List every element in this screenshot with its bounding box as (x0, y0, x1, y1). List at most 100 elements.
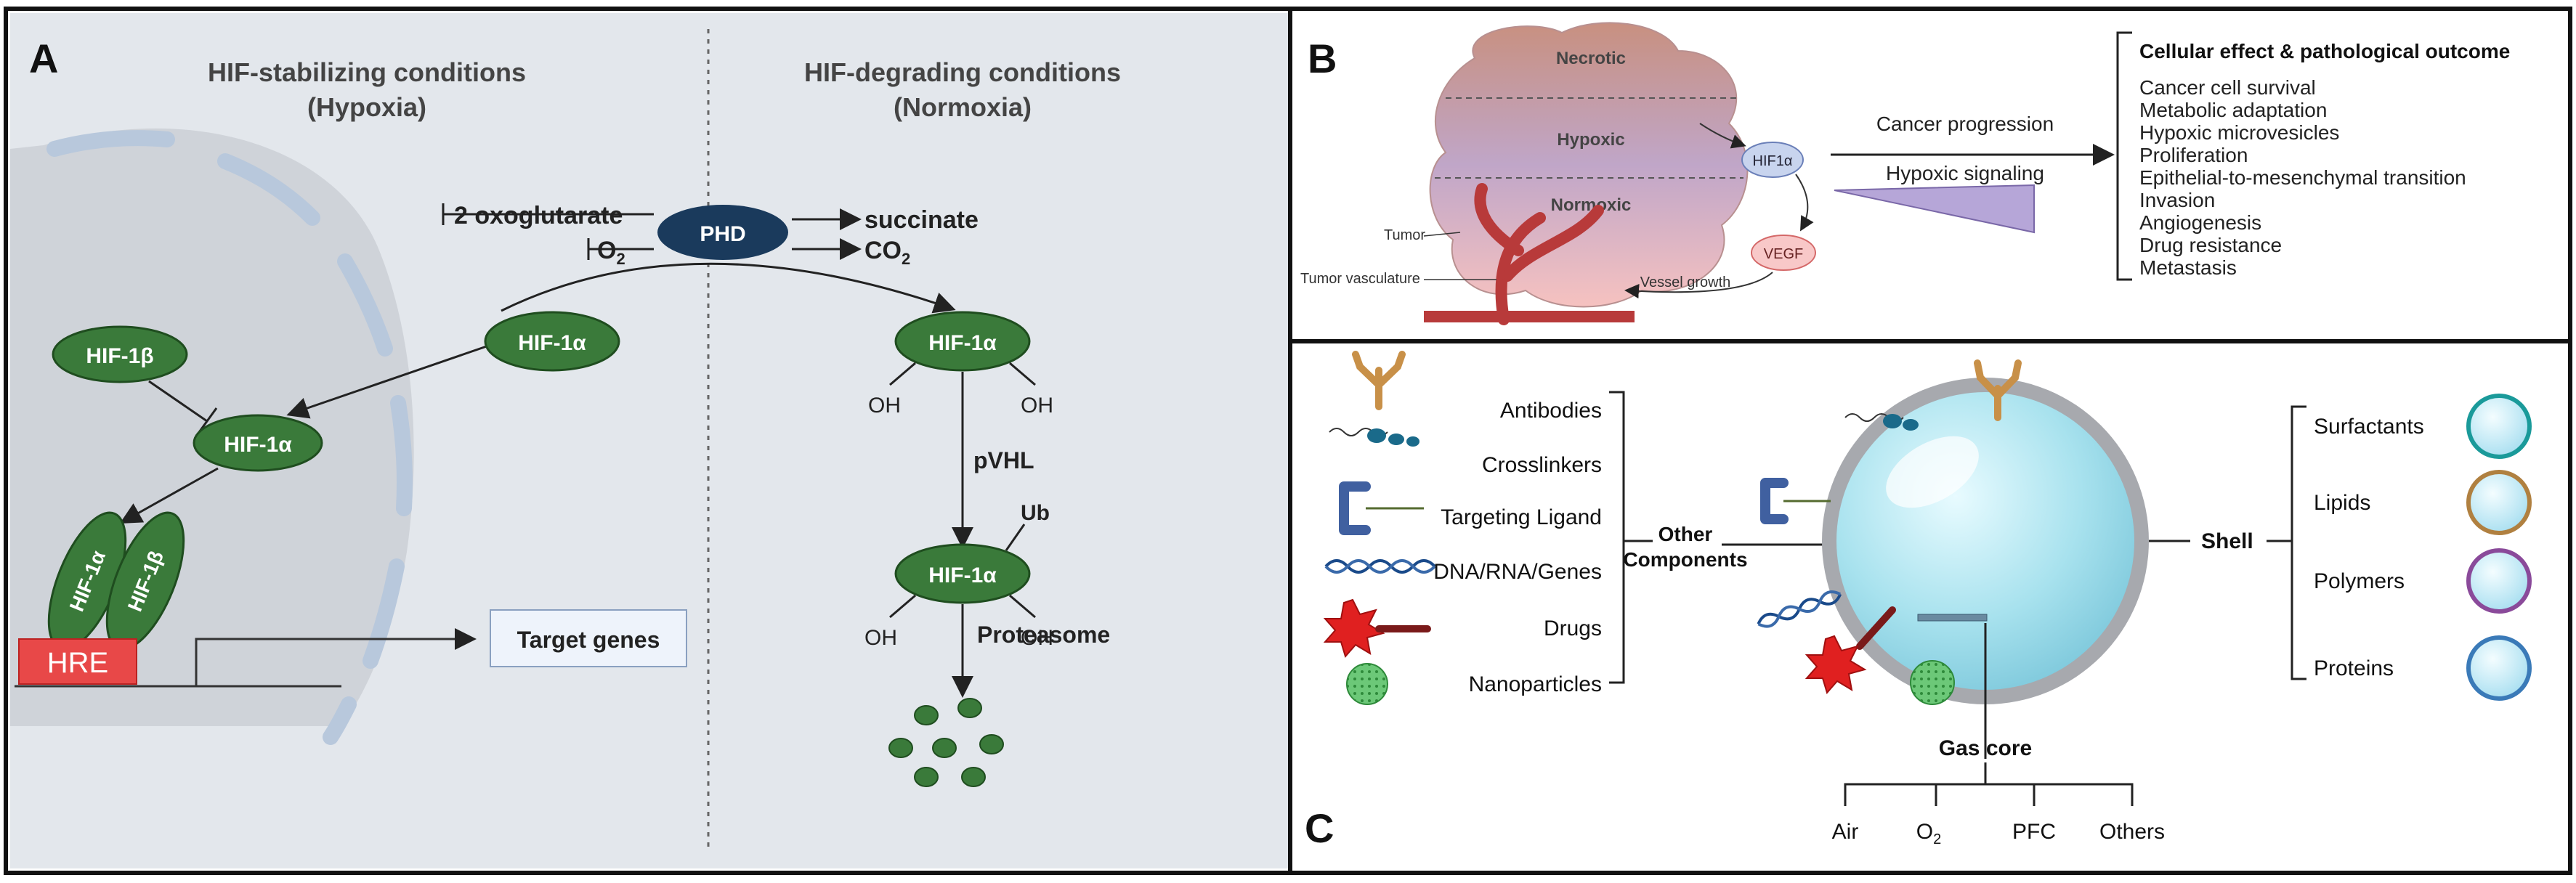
vessel-growth-label: Vessel growth (1640, 274, 1731, 290)
vessel-base (1424, 311, 1635, 322)
oh-left-1: OH (868, 394, 901, 418)
degraded-fragments (888, 698, 1004, 787)
bubble-crosslinker-icon (1844, 413, 1919, 431)
normoxia-title: HIF-degrading conditions (804, 57, 1121, 87)
component-item: Targeting Ligand (1441, 505, 1602, 529)
phd-enzyme (657, 205, 788, 260)
panel-b-letter: B (1308, 36, 1337, 81)
normoxia-subtitle: (Normoxia) (894, 92, 1032, 122)
bubble-dna-icon (1757, 590, 1842, 628)
effect-item: Metabolic adaptation (2139, 99, 2327, 121)
component-item: Crosslinkers (1482, 453, 1602, 477)
shell-bubble-icon (2466, 548, 2532, 614)
gas-core-marker (1917, 614, 1988, 622)
vegf-node-label: VEGF (1764, 246, 1803, 262)
hre-label: HRE (47, 647, 108, 679)
component-item: Drugs (1544, 617, 1602, 640)
antibody-icon (1352, 351, 1406, 410)
succinate-label: succinate (864, 206, 979, 234)
targeting-ligand-icon (1339, 481, 1424, 535)
other-components-label-2: Components (1623, 548, 1747, 571)
hif1a-ubiquitinated-label: HIF-1α (928, 563, 997, 587)
tumor-label: Tumor (1384, 227, 1425, 243)
effect-item: Angiogenesis (2139, 211, 2261, 234)
other-components-label-1: Other (1658, 523, 1713, 545)
oh-left-2: OH (864, 626, 897, 650)
crosslinker-icon (1329, 428, 1419, 447)
shell-bubble-icon (2466, 635, 2532, 701)
effect-item: Cancer cell survival (2139, 76, 2316, 99)
phd-label: PHD (700, 222, 745, 246)
component-item: Antibodies (1500, 399, 1602, 423)
effect-item: Metastasis (2139, 256, 2237, 279)
hif1a-hydroxylated-label: HIF-1α (928, 331, 997, 355)
o2-label: O2 (597, 237, 625, 268)
microbubble-highlight (1886, 436, 1979, 508)
shell-type-item: Proteins (2314, 656, 2394, 680)
gases-bracket (1844, 783, 2134, 806)
hif1a-hydroxylated (894, 311, 1031, 372)
effects-bracket (2116, 31, 2132, 281)
shell-label: Shell (2201, 529, 2253, 553)
panel-a: A HIF-stabilizing conditions (Hypoxia) H… (10, 10, 1292, 871)
shell-bubble-icon (2466, 394, 2532, 459)
hif1b-label: HIF-1β (86, 344, 153, 368)
effect-item: Invasion (2139, 189, 2215, 211)
nanoparticle-icon (1346, 663, 1388, 705)
bubble-nanoparticle-icon (1910, 660, 1955, 705)
co2-label: CO2 (864, 237, 910, 268)
effect-item: Proliferation (2139, 144, 2248, 166)
effect-item: Drug resistance (2139, 234, 2282, 256)
hypoxic-signaling-label: Hypoxic signaling (1886, 162, 2044, 184)
target-genes-box (490, 609, 687, 667)
hre-box (18, 638, 137, 685)
nuclear-membrane (46, 130, 413, 745)
gas-o2: O2 (1916, 820, 1941, 847)
hif1a-cytoplasm (484, 311, 620, 372)
tumor-mass (1429, 22, 1749, 308)
hypoxia-subtitle: (Hypoxia) (307, 92, 426, 122)
bubble-ligand-icon (1760, 478, 1831, 524)
gas-others: Others (2099, 820, 2165, 844)
oh-right-2: OH (1021, 626, 1053, 650)
dna-icon (1324, 559, 1436, 574)
components-bracket (1609, 391, 1625, 684)
gas-air: Air (1832, 820, 1859, 844)
cancer-progression-label: Cancer progression (1876, 113, 2054, 135)
hif1a-cytoplasm-label: HIF-1α (518, 331, 586, 355)
oxoglutarate-label: 2 oxoglutarate (454, 202, 623, 229)
effect-item: Epithelial-to-mesenchymal transition (2139, 166, 2466, 189)
gas-core-label: Gas core (1939, 736, 2032, 760)
hif1a-node (1741, 142, 1804, 178)
shell-type-item: Lipids (2314, 491, 2370, 515)
bubble-drug-icon (1805, 606, 1896, 695)
hypoxic-signaling-wedge (1834, 184, 2035, 234)
hif1a-ubiquitinated (894, 543, 1031, 604)
shell-bubble-icon (2466, 470, 2532, 535)
effect-item: Hypoxic microvesicles (2139, 121, 2339, 144)
tumor-vasculature-label: Tumor vasculature (1300, 271, 1420, 287)
ub-label: Ub (1021, 501, 1050, 525)
hif1a-node-label: HIF1α (1753, 153, 1793, 169)
shell-bracket (2291, 405, 2306, 680)
target-genes-label: Target genes (517, 627, 660, 653)
panel-c-letter: C (1305, 805, 1334, 851)
component-item: DNA/RNA/Genes (1433, 560, 1602, 584)
tumor-vessels (1474, 183, 1604, 325)
panel-a-letter: A (29, 36, 58, 81)
shell-type-item: Surfactants (2314, 415, 2424, 439)
pvhl-label: pVHL (973, 447, 1034, 473)
hif1a-nucleus (193, 414, 323, 472)
hypoxic-label: Hypoxic (1557, 130, 1624, 150)
hypoxia-title: HIF-stabilizing conditions (208, 57, 526, 87)
gas-pfc: PFC (2012, 820, 2056, 844)
component-item: Nanoparticles (1469, 672, 1602, 696)
panel-b: B Necrotic Hypoxic Normoxic Tumor Tumor … (1290, 22, 2570, 343)
vegf-node (1751, 235, 1816, 271)
